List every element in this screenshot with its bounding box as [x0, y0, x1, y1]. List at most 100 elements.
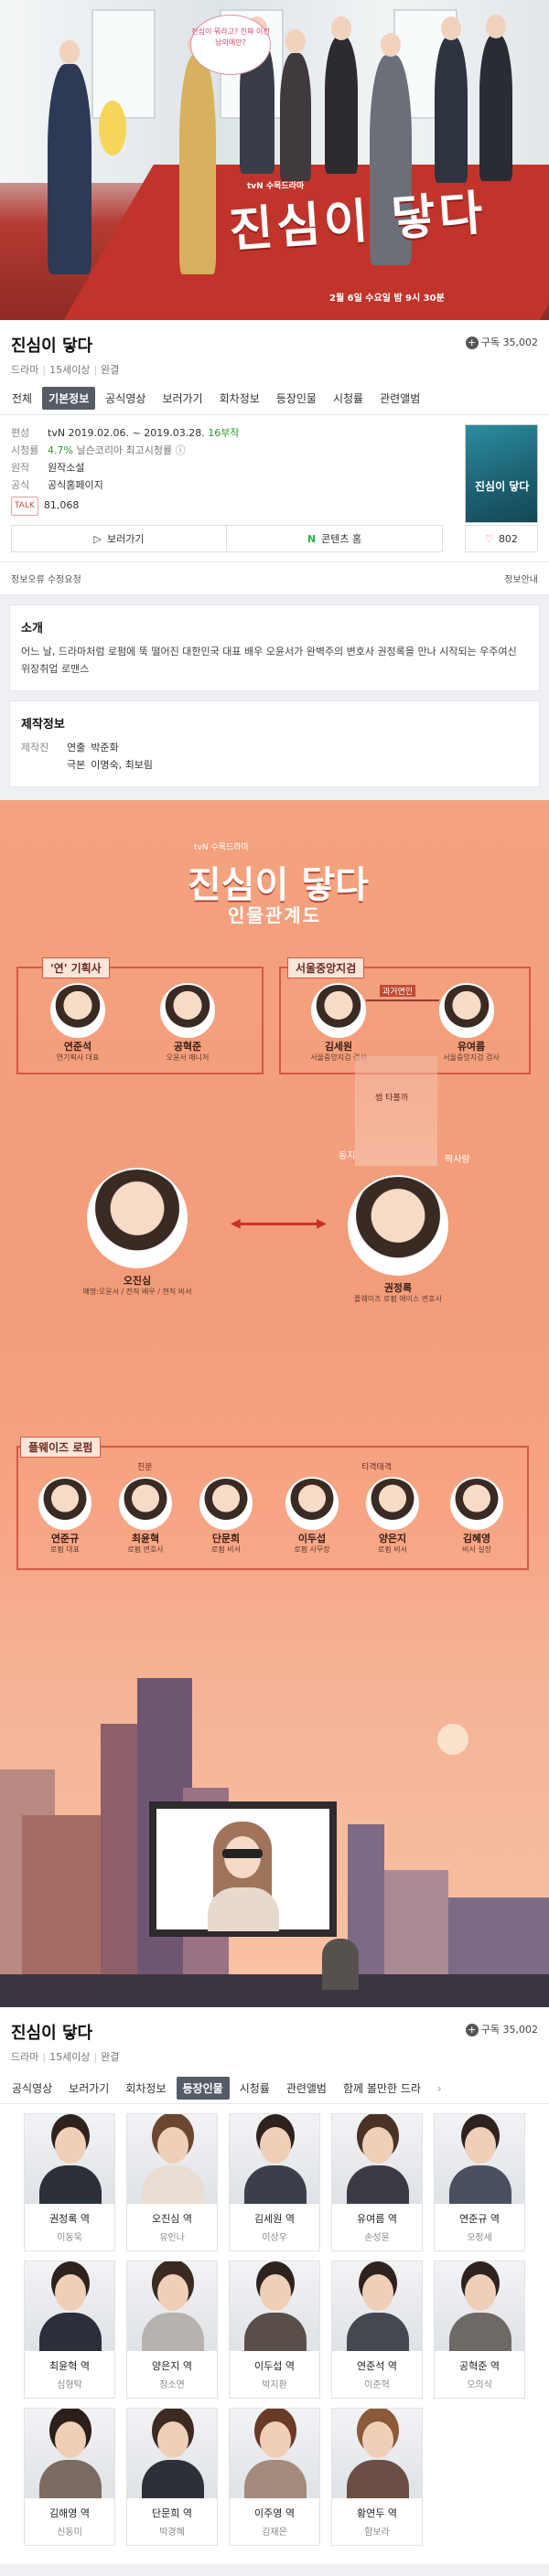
cast-actor: 이준혁	[364, 2380, 390, 2390]
info-row-official: 공식 공식홈페이지	[11, 476, 538, 494]
talk-badge[interactable]: TALK	[11, 497, 38, 516]
original-link[interactable]: 원작소설	[48, 462, 85, 474]
chart-subtitle: 인물관계도	[228, 904, 321, 926]
tab-basic-info[interactable]: 기본정보	[42, 387, 96, 410]
staff-director[interactable]: 박준화	[91, 742, 119, 754]
cast-actor: 심형탁	[57, 2380, 82, 2390]
cast-photo	[332, 2114, 422, 2204]
tab-watch[interactable]: 보러가기	[69, 2082, 110, 2095]
naver-icon: N	[307, 532, 317, 545]
cast-drama-title[interactable]: 진심이 닿다	[11, 2024, 93, 2043]
cast-photo	[25, 2261, 114, 2351]
cast-actor: 오의식	[467, 2380, 492, 2390]
report-error-link[interactable]: 정보오류 수정요청	[11, 575, 81, 585]
tab-episodes[interactable]: 회차정보	[219, 392, 260, 405]
tab-ratings[interactable]: 시청률	[239, 2082, 270, 2095]
relation-label-crush: 짝사랑	[445, 1155, 470, 1165]
tab-watch[interactable]: 보러가기	[162, 392, 203, 405]
cast-drama-meta: 드라마|15세이상|완결	[11, 2051, 120, 2063]
relation-label-friendly: 친분	[137, 1463, 153, 1472]
cast-role: 이두섭 역	[254, 2360, 295, 2372]
poster-date: 2월 6일 수요일 밤 9시 30분	[329, 294, 445, 304]
tab-albums[interactable]: 관련앨범	[285, 2082, 327, 2095]
cast-photo	[25, 2409, 114, 2498]
info-key: 편성	[11, 427, 30, 439]
cast-role: 이주영 역	[254, 2507, 295, 2519]
cast-role: 김세원 역	[254, 2213, 295, 2225]
official-homepage-link[interactable]: 공식홈페이지	[48, 479, 103, 491]
portrait-kwon-jeongrok	[348, 1175, 448, 1276]
tab-related-dramas[interactable]: 함께 볼만한 드라	[342, 2082, 421, 2095]
tab-characters[interactable]: 등장인물	[176, 2077, 230, 2100]
portrait-choi-yunhyuk	[119, 1477, 172, 1530]
tab-episodes[interactable]: 회차정보	[125, 2082, 167, 2095]
drama-thumbnail[interactable]: 진심이 닿다	[465, 424, 538, 523]
poster-speech-bubble: 진심이 뭐라고? 진짜 이건 남의에만?	[190, 15, 271, 75]
cast-role: 단문희 역	[152, 2507, 192, 2519]
staff-heading: 제작정보	[21, 718, 65, 732]
like-button[interactable]: ♡802	[465, 525, 538, 552]
cast-photo	[435, 2261, 524, 2351]
group-lawfirm	[16, 1446, 529, 1570]
person-role: 서울중앙지검 검사	[443, 1053, 500, 1062]
tab-official-video[interactable]: 공식영상	[12, 2082, 53, 2095]
info-icon[interactable]: ⓘ	[175, 444, 186, 456]
subscribe-label: 구독	[480, 2024, 500, 2036]
tab-ratings[interactable]: 시청률	[332, 392, 364, 405]
intro-heading: 소개	[21, 622, 43, 636]
tab-characters[interactable]: 등장인물	[275, 392, 317, 405]
staff-role: 극본	[67, 759, 86, 771]
relation-label-some: 썸 타볼까	[375, 1094, 408, 1103]
cast-actor: 오정세	[467, 2233, 492, 2243]
meta-rating: 15세이상	[49, 2051, 91, 2063]
tab-albums[interactable]: 관련앨범	[380, 392, 421, 405]
schedule-value: tvN 2019.02.06. ~ 2019.03.28.	[48, 427, 205, 439]
poster-logo: tvN 수목드라마	[247, 182, 305, 191]
person-name: 단문희	[211, 1533, 241, 1545]
tab-official-video[interactable]: 공식영상	[105, 392, 146, 405]
meta-status: 완결	[101, 2051, 120, 2063]
cast-subscribe-button[interactable]: +구독 35,002	[465, 2022, 538, 2036]
basic-info: 편성 tvN 2019.02.06. ~ 2019.03.28. 16부작 시청…	[0, 415, 549, 562]
subscribe-button[interactable]: +구독 35,002	[465, 335, 538, 349]
intro-section: 소개 어느 날, 드라마처럼 로펌에 뚝 떨어진 대한민국 대표 배우 오윤서가…	[9, 604, 540, 691]
tabs-scroll-right-icon[interactable]: ›	[436, 2081, 442, 2095]
drama-header: 진심이 닿다 드라마|15세이상|완결 +구독 35,002	[0, 320, 549, 382]
drama-meta: 드라마|15세이상|완결	[11, 364, 120, 376]
tab-all[interactable]: 전체	[12, 392, 33, 405]
plus-icon: +	[465, 2024, 479, 2036]
group-agency-label: '연' 기획사	[42, 957, 110, 978]
staff-role: 연출	[67, 742, 86, 754]
relation-label-bicker: 티격태격	[361, 1463, 393, 1472]
info-guide-link[interactable]: 정보안내	[504, 575, 538, 585]
person-name: 김혜영	[462, 1533, 491, 1545]
drama-title[interactable]: 진심이 닿다	[11, 337, 93, 356]
person-role: 로펌 사무장	[294, 1545, 330, 1554]
watch-button[interactable]: ▷보러가기	[11, 525, 227, 552]
portrait-yoo-yeoreum	[439, 983, 494, 1038]
cast-role: 최윤혁 역	[49, 2360, 90, 2372]
rooftop	[0, 1974, 549, 2007]
staff-key: 제작진	[21, 742, 49, 754]
portrait-yeon-junseok	[50, 983, 105, 1038]
